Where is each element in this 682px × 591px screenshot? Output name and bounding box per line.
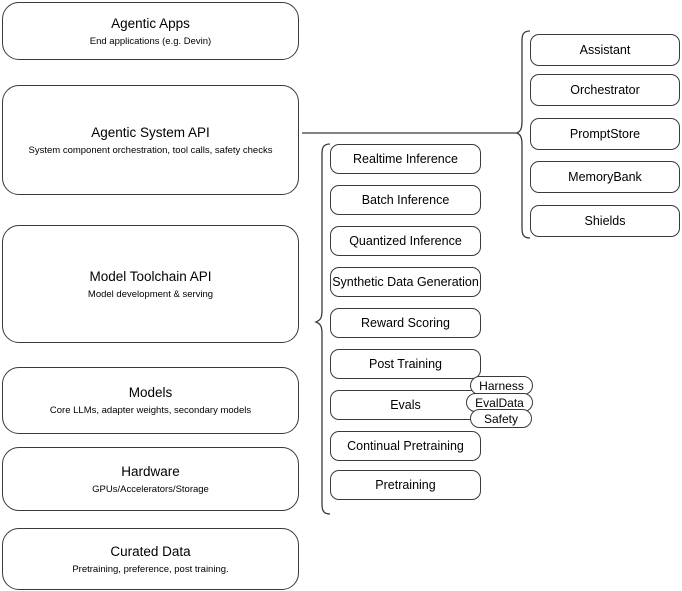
layer-agentic-apps[interactable]: Agentic Apps End applications (e.g. Devi… [2,2,299,60]
evals-pill-label: Safety [483,411,519,426]
toolchain-item-label: Continual Pretraining [347,439,464,453]
layer-model-toolchain-api[interactable]: Model Toolchain API Model development & … [2,225,299,343]
agentic-component-shields[interactable]: Shields [530,205,680,237]
toolchain-item-batch-inference[interactable]: Batch Inference [330,185,481,215]
toolchain-item-pretraining[interactable]: Pretraining [330,470,481,500]
layer-curated-data[interactable]: Curated Data Pretraining, preference, po… [2,528,299,590]
agentic-component-label: Shields [584,214,626,228]
brace-agentic-system-components [515,30,531,239]
toolchain-item-label: Evals [390,398,421,412]
toolchain-item-label: Batch Inference [361,193,450,207]
layer-models[interactable]: Models Core LLMs, adapter weights, secon… [2,367,299,434]
agentic-component-memorybank[interactable]: MemoryBank [530,161,680,193]
layer-subtitle: Model development & serving [87,288,214,300]
layer-title: Agentic System API [91,124,210,140]
toolchain-item-label: Post Training [369,357,442,371]
layer-subtitle: System component orchestration, tool cal… [28,144,273,156]
agentic-component-promptstore[interactable]: PromptStore [530,118,680,150]
toolchain-item-evals[interactable]: Evals [330,390,481,420]
layer-title: Curated Data [110,543,191,559]
agentic-component-label: Orchestrator [570,83,640,97]
layer-title: Hardware [121,463,180,479]
toolchain-item-label: Pretraining [375,478,436,492]
layer-title: Agentic Apps [111,15,190,31]
layer-title: Model Toolchain API [89,268,212,284]
layer-subtitle: Core LLMs, adapter weights, secondary mo… [49,405,252,416]
evals-pill-label: EvalData [475,395,524,410]
agentic-component-label: PromptStore [569,127,641,141]
toolchain-item-label: Synthetic Data Generation [332,275,479,289]
agentic-component-assistant[interactable]: Assistant [530,34,680,66]
toolchain-item-label: Quantized Inference [349,234,462,248]
toolchain-item-post-training[interactable]: Post Training [330,349,481,379]
evals-pill-label: Harness [479,378,524,393]
layer-subtitle: GPUs/Accelerators/Storage [92,483,209,495]
toolchain-item-label: Reward Scoring [361,316,450,330]
toolchain-item-realtime-inference[interactable]: Realtime Inference [330,144,481,174]
toolchain-item-synthetic-data-generation[interactable]: Synthetic Data Generation [330,267,481,297]
brace-toolchain-components [314,143,331,515]
toolchain-item-quantized-inference[interactable]: Quantized Inference [330,226,481,256]
agentic-component-label: Assistant [579,43,631,57]
toolchain-item-reward-scoring[interactable]: Reward Scoring [330,308,481,338]
layer-subtitle: Pretraining, preference, post training. [72,563,229,575]
toolchain-item-continual-pretraining[interactable]: Continual Pretraining [330,431,481,461]
layer-hardware[interactable]: Hardware GPUs/Accelerators/Storage [2,447,299,511]
evals-pill-safety[interactable]: Safety [470,409,532,428]
layer-subtitle: End applications (e.g. Devin) [89,35,212,47]
toolchain-item-label: Realtime Inference [353,152,458,166]
agentic-component-label: MemoryBank [568,170,642,184]
layer-agentic-system-api[interactable]: Agentic System API System component orch… [2,85,299,195]
agentic-component-orchestrator[interactable]: Orchestrator [530,74,680,106]
layer-title: Models [128,385,173,400]
